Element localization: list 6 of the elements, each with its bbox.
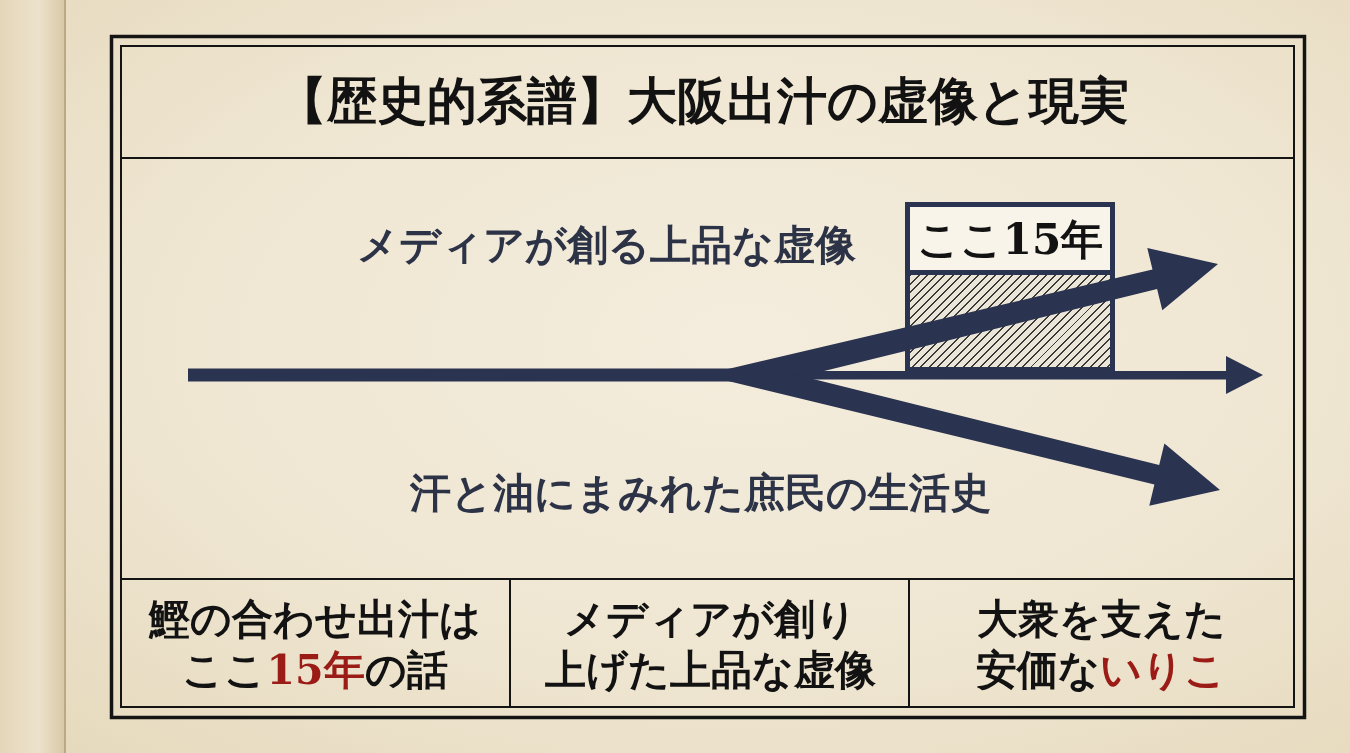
summary-text: メディアが創り上げた上品な虚像 [544, 594, 876, 696]
branch-label: メディアが創る上品な虚像 [356, 221, 856, 271]
branch-label: 汗と油にまみれた庶民の生活史 [409, 469, 991, 519]
summary-text: 大衆を支えた安価ないりこ [976, 594, 1226, 696]
period-label: ここ15年 [916, 214, 1104, 265]
title: 【歴史的系譜】大阪出汁の虚像と現実 [277, 71, 1129, 131]
